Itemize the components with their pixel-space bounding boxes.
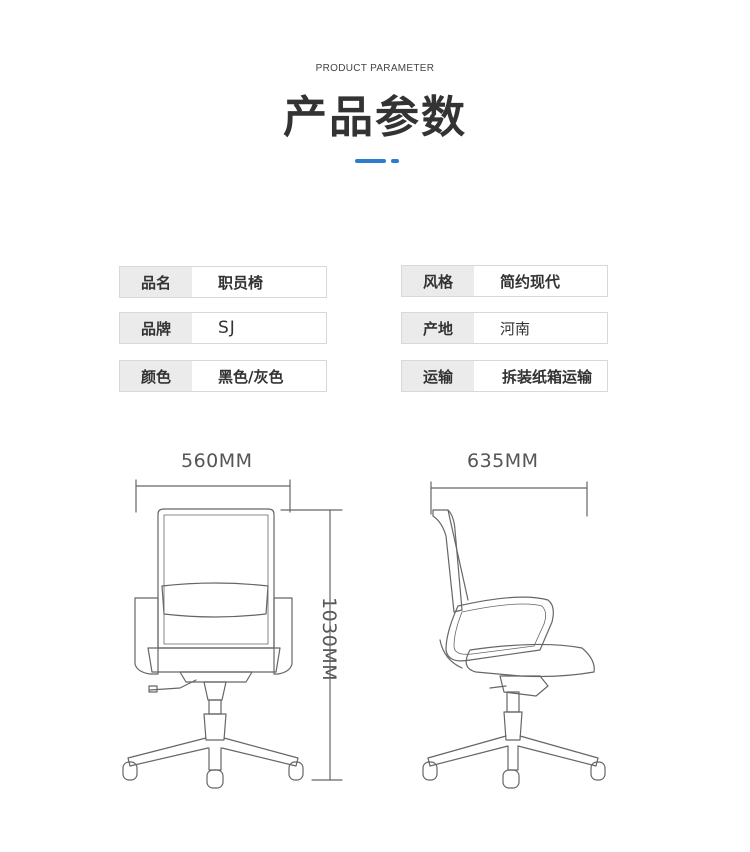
param-row-name: 品名 职员椅 [119,266,327,298]
width-dimension-label: 560MM [181,450,253,472]
param-value: 拆装纸箱运输 [502,367,593,386]
param-label: 品名 [120,267,192,297]
section-header: PRODUCT PARAMETER 产品参数 [0,0,750,180]
param-value: 职员椅 [218,273,264,292]
param-label: 运输 [402,361,474,391]
param-label: 产地 [402,313,474,343]
param-row-color: 颜色 黑色/灰色 [119,360,327,392]
param-row-shipping: 运输 拆装纸箱运输 [401,360,608,392]
section-subtitle: PRODUCT PARAMETER [315,63,435,74]
param-value: 简约现代 [500,272,561,291]
param-label: 品牌 [120,313,192,343]
param-value: 黑色/灰色 [218,367,284,386]
param-label: 风格 [402,266,474,296]
chair-front-view [122,508,304,789]
height-dimension-line [280,509,343,781]
title-underline-long [355,159,386,163]
width-dimension-line [135,479,291,513]
param-row-origin: 产地 河南 [401,312,608,344]
param-value: 河南 [500,319,531,338]
param-value: SJ [218,318,236,338]
depth-dimension-line [430,481,588,517]
chair-side-view [422,509,606,789]
section-title: 产品参数 [283,92,467,143]
depth-dimension-label: 635MM [467,450,539,472]
param-row-brand: 品牌 SJ [119,312,327,344]
param-row-style: 风格 简约现代 [401,265,608,297]
param-label: 颜色 [120,361,192,391]
title-underline-short [391,159,399,163]
